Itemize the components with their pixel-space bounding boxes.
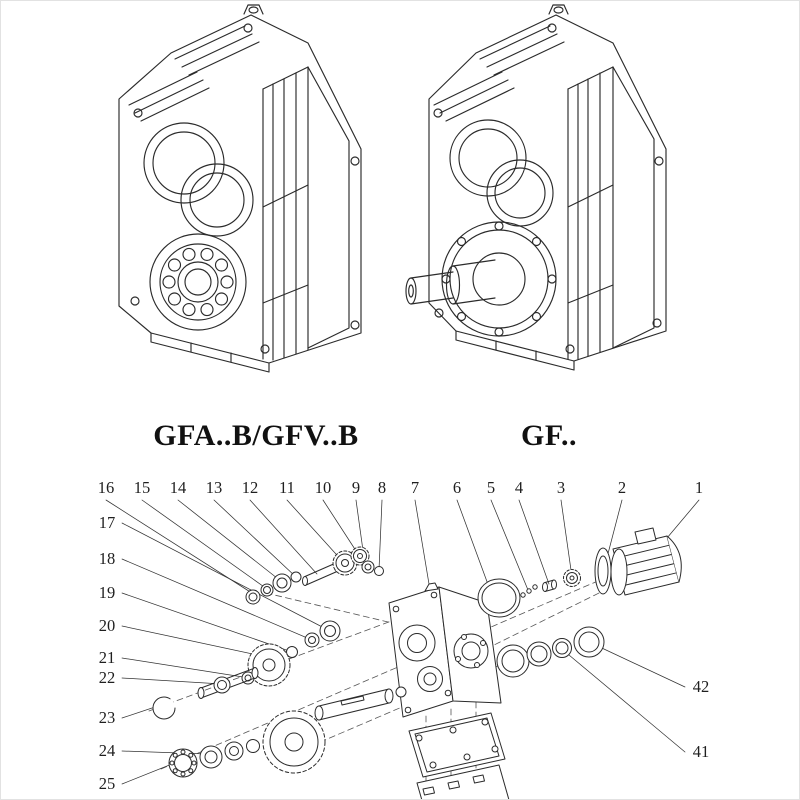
part-number-17: 17 bbox=[98, 513, 116, 532]
part-number-12: 12 bbox=[241, 478, 259, 497]
exploded-ring-parts bbox=[496, 626, 605, 678]
part-number-41: 41 bbox=[692, 742, 710, 761]
exploded-output-parts bbox=[168, 686, 407, 778]
exploded-intermediate-parts bbox=[152, 620, 341, 720]
exploded-motor-parts bbox=[477, 527, 682, 618]
bearing-face bbox=[149, 233, 247, 331]
part-number-23: 23 bbox=[98, 708, 116, 727]
part-number-15: 15 bbox=[133, 478, 151, 497]
part-number-7: 7 bbox=[410, 478, 420, 497]
part-number-14: 14 bbox=[169, 478, 187, 497]
part-number-8: 8 bbox=[377, 478, 387, 497]
exploded-view-drawing bbox=[105, 499, 700, 799]
exploded-base-plates bbox=[408, 712, 510, 799]
part-number-11: 11 bbox=[279, 478, 295, 497]
part-number-42: 42 bbox=[692, 677, 710, 696]
part-number-3: 3 bbox=[556, 478, 566, 497]
part-number-1: 1 bbox=[694, 478, 704, 497]
exploded-input-parts bbox=[245, 546, 384, 605]
gearbox-gf-drawing bbox=[405, 4, 667, 371]
part-number-21: 21 bbox=[98, 648, 116, 667]
part-number-13: 13 bbox=[205, 478, 223, 497]
part-number-19: 19 bbox=[98, 583, 116, 602]
part-number-5: 5 bbox=[486, 478, 496, 497]
fins-right bbox=[433, 25, 565, 122]
fins-left bbox=[128, 25, 260, 122]
output-shaft bbox=[405, 259, 496, 305]
part-number-16: 16 bbox=[97, 478, 115, 497]
part-number-25: 25 bbox=[98, 774, 116, 793]
part-number-2: 2 bbox=[617, 478, 627, 497]
exploded-housing bbox=[388, 582, 502, 718]
part-number-6: 6 bbox=[452, 478, 462, 497]
part-number-20: 20 bbox=[98, 616, 116, 635]
model-caption-right: GF.. bbox=[521, 419, 577, 452]
gearbox-gfab-gfvb-drawing bbox=[118, 4, 362, 373]
part-number-24: 24 bbox=[98, 741, 116, 760]
part-number-10: 10 bbox=[314, 478, 332, 497]
part-number-4: 4 bbox=[514, 478, 524, 497]
part-number-9: 9 bbox=[351, 478, 361, 497]
model-caption-left: GFA..B/GFV..B bbox=[153, 419, 359, 452]
part-number-18: 18 bbox=[98, 549, 116, 568]
part-number-22: 22 bbox=[98, 668, 116, 687]
